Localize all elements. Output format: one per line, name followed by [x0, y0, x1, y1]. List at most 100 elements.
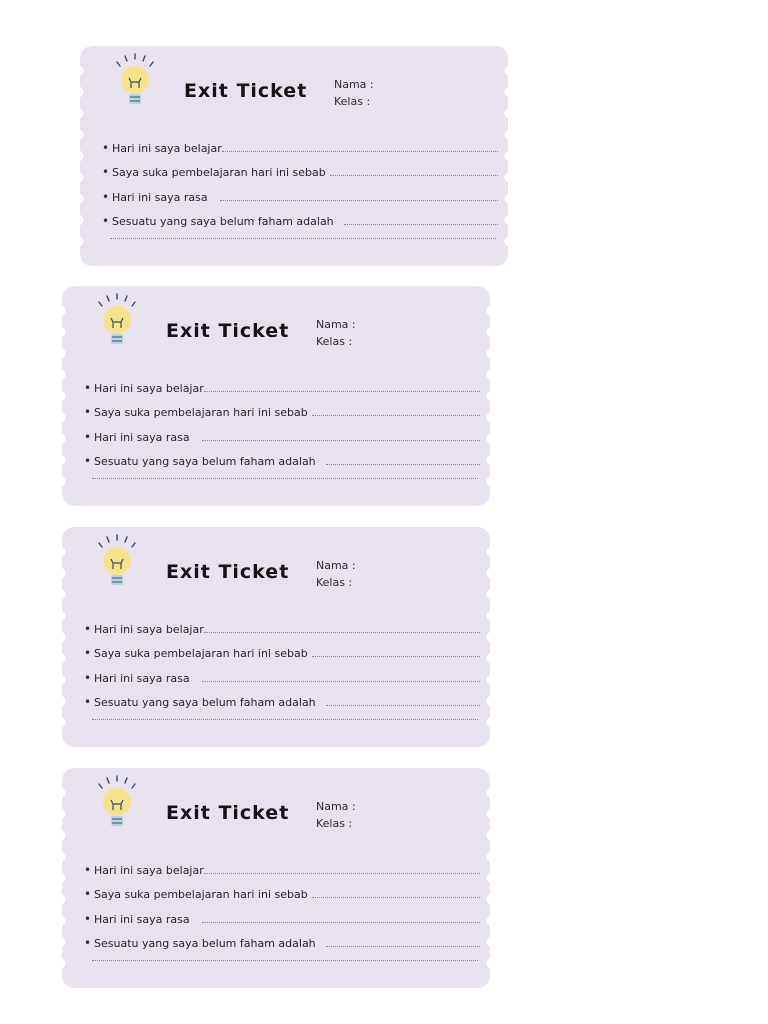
bullet-icon: • [84, 405, 92, 419]
prompt-item: •Hari ini saya rasa [84, 660, 480, 685]
extra-writing-line[interactable] [92, 478, 478, 479]
answer-line[interactable] [325, 946, 480, 947]
kelas-label: Kelas : [316, 817, 353, 830]
bullet-icon: • [102, 189, 110, 204]
prompt-text: Hari ini saya belajar [94, 622, 204, 636]
nama-label: Nama : [316, 318, 356, 331]
bullet-icon: • [84, 670, 92, 685]
prompt-list: •Hari ini saya belajar•Saya suka pembela… [84, 370, 480, 468]
answer-line[interactable] [343, 224, 498, 225]
answer-line[interactable] [203, 390, 480, 392]
prompt-item: •Saya suka pembelajaran hari ini sebab [84, 395, 480, 419]
bullet-icon: • [84, 936, 92, 950]
prompt-item: •Saya suka pembelajaran hari ini sebab [84, 877, 480, 901]
extra-writing-line[interactable] [92, 719, 478, 720]
prompt-text: Saya suka pembelajaran hari ini sebab [94, 406, 308, 419]
prompt-item: •Hari ini saya rasa [84, 419, 480, 444]
answer-line[interactable] [203, 631, 480, 633]
exit-ticket-4: Exit Ticket Nama : Kelas : •Hari ini say… [62, 768, 490, 988]
answer-line[interactable] [201, 439, 480, 441]
ticket-background [62, 527, 490, 747]
lightbulb-icon [98, 293, 136, 344]
bullet-icon: • [84, 646, 92, 660]
prompt-text: Sesuatu yang saya belum faham adalah [94, 696, 316, 709]
prompt-item: •Hari ini saya rasa [102, 179, 498, 204]
answer-line[interactable] [203, 872, 480, 874]
ticket-title: Exit Ticket [166, 802, 290, 824]
prompt-item: •Hari ini saya rasa [84, 901, 480, 926]
bullet-icon: • [102, 140, 110, 155]
answer-line[interactable] [329, 175, 498, 176]
prompt-text: Saya suka pembelajaran hari ini sebab [112, 166, 326, 179]
answer-line[interactable] [325, 464, 480, 465]
prompt-item: •Hari ini saya belajar [102, 130, 498, 155]
prompt-text: Hari ini saya belajar [112, 141, 222, 155]
bullet-icon: • [84, 911, 92, 926]
kelas-label: Kelas : [316, 576, 353, 589]
lightbulb-icon [98, 534, 136, 585]
prompt-text: Hari ini saya belajar [94, 381, 204, 395]
answer-line[interactable] [201, 680, 480, 682]
prompt-text: Hari ini saya belajar [94, 863, 204, 877]
answer-line[interactable] [311, 656, 480, 657]
extra-writing-line[interactable] [110, 238, 496, 239]
kelas-label: Kelas : [334, 95, 371, 108]
bullet-icon: • [84, 887, 92, 901]
nama-label: Nama : [316, 559, 356, 572]
kelas-label: Kelas : [316, 335, 353, 348]
bullet-icon: • [84, 429, 92, 444]
ticket-title: Exit Ticket [166, 320, 290, 342]
ticket-title: Exit Ticket [184, 80, 308, 102]
bullet-icon: • [84, 454, 92, 468]
answer-line[interactable] [221, 150, 498, 152]
prompt-text: Sesuatu yang saya belum faham adalah [94, 455, 316, 468]
prompt-item: •Hari ini saya belajar [84, 852, 480, 877]
exit-ticket-3: Exit Ticket Nama : Kelas : •Hari ini say… [62, 527, 490, 747]
prompt-item: •Hari ini saya belajar [84, 611, 480, 636]
exit-ticket-2: Exit Ticket Nama : Kelas : •Hari ini say… [62, 286, 490, 506]
answer-line[interactable] [201, 921, 480, 923]
nama-label: Nama : [316, 800, 356, 813]
prompt-text: Hari ini saya rasa [94, 430, 190, 444]
prompt-text: Hari ini saya rasa [94, 912, 190, 926]
lightbulb-icon [116, 53, 154, 104]
student-info: Nama : Kelas : [316, 557, 356, 591]
prompt-text: Saya suka pembelajaran hari ini sebab [94, 647, 308, 660]
student-info: Nama : Kelas : [316, 798, 356, 832]
prompt-text: Hari ini saya rasa [112, 190, 208, 204]
student-info: Nama : Kelas : [316, 316, 356, 350]
prompt-text: Sesuatu yang saya belum faham adalah [94, 937, 316, 950]
lightbulb-icon [98, 775, 136, 826]
prompt-item: •Sesuatu yang saya belum faham adalah [84, 685, 480, 709]
prompt-item: •Sesuatu yang saya belum faham adalah [84, 926, 480, 950]
ticket-background [62, 286, 490, 506]
prompt-text: Sesuatu yang saya belum faham adalah [112, 215, 334, 228]
bullet-icon: • [84, 380, 92, 395]
prompt-list: •Hari ini saya belajar•Saya suka pembela… [84, 852, 480, 950]
ticket-title: Exit Ticket [166, 561, 290, 583]
prompt-text: Hari ini saya rasa [94, 671, 190, 685]
bullet-icon: • [84, 695, 92, 709]
prompt-item: •Sesuatu yang saya belum faham adalah [84, 444, 480, 468]
answer-line[interactable] [311, 897, 480, 898]
ticket-background [62, 768, 490, 988]
answer-line[interactable] [325, 705, 480, 706]
bullet-icon: • [102, 214, 110, 228]
prompt-item: •Saya suka pembelajaran hari ini sebab [102, 155, 498, 179]
prompt-list: •Hari ini saya belajar•Saya suka pembela… [84, 611, 480, 709]
ticket-background [80, 46, 508, 266]
extra-writing-line[interactable] [92, 960, 478, 961]
bullet-icon: • [102, 165, 110, 179]
prompt-text: Saya suka pembelajaran hari ini sebab [94, 888, 308, 901]
student-info: Nama : Kelas : [334, 76, 374, 110]
nama-label: Nama : [334, 78, 374, 91]
prompt-list: •Hari ini saya belajar•Saya suka pembela… [102, 130, 498, 228]
prompt-item: •Sesuatu yang saya belum faham adalah [102, 204, 498, 228]
prompt-item: •Hari ini saya belajar [84, 370, 480, 395]
prompt-item: •Saya suka pembelajaran hari ini sebab [84, 636, 480, 660]
answer-line[interactable] [219, 199, 498, 201]
answer-line[interactable] [311, 415, 480, 416]
bullet-icon: • [84, 862, 92, 877]
bullet-icon: • [84, 621, 92, 636]
